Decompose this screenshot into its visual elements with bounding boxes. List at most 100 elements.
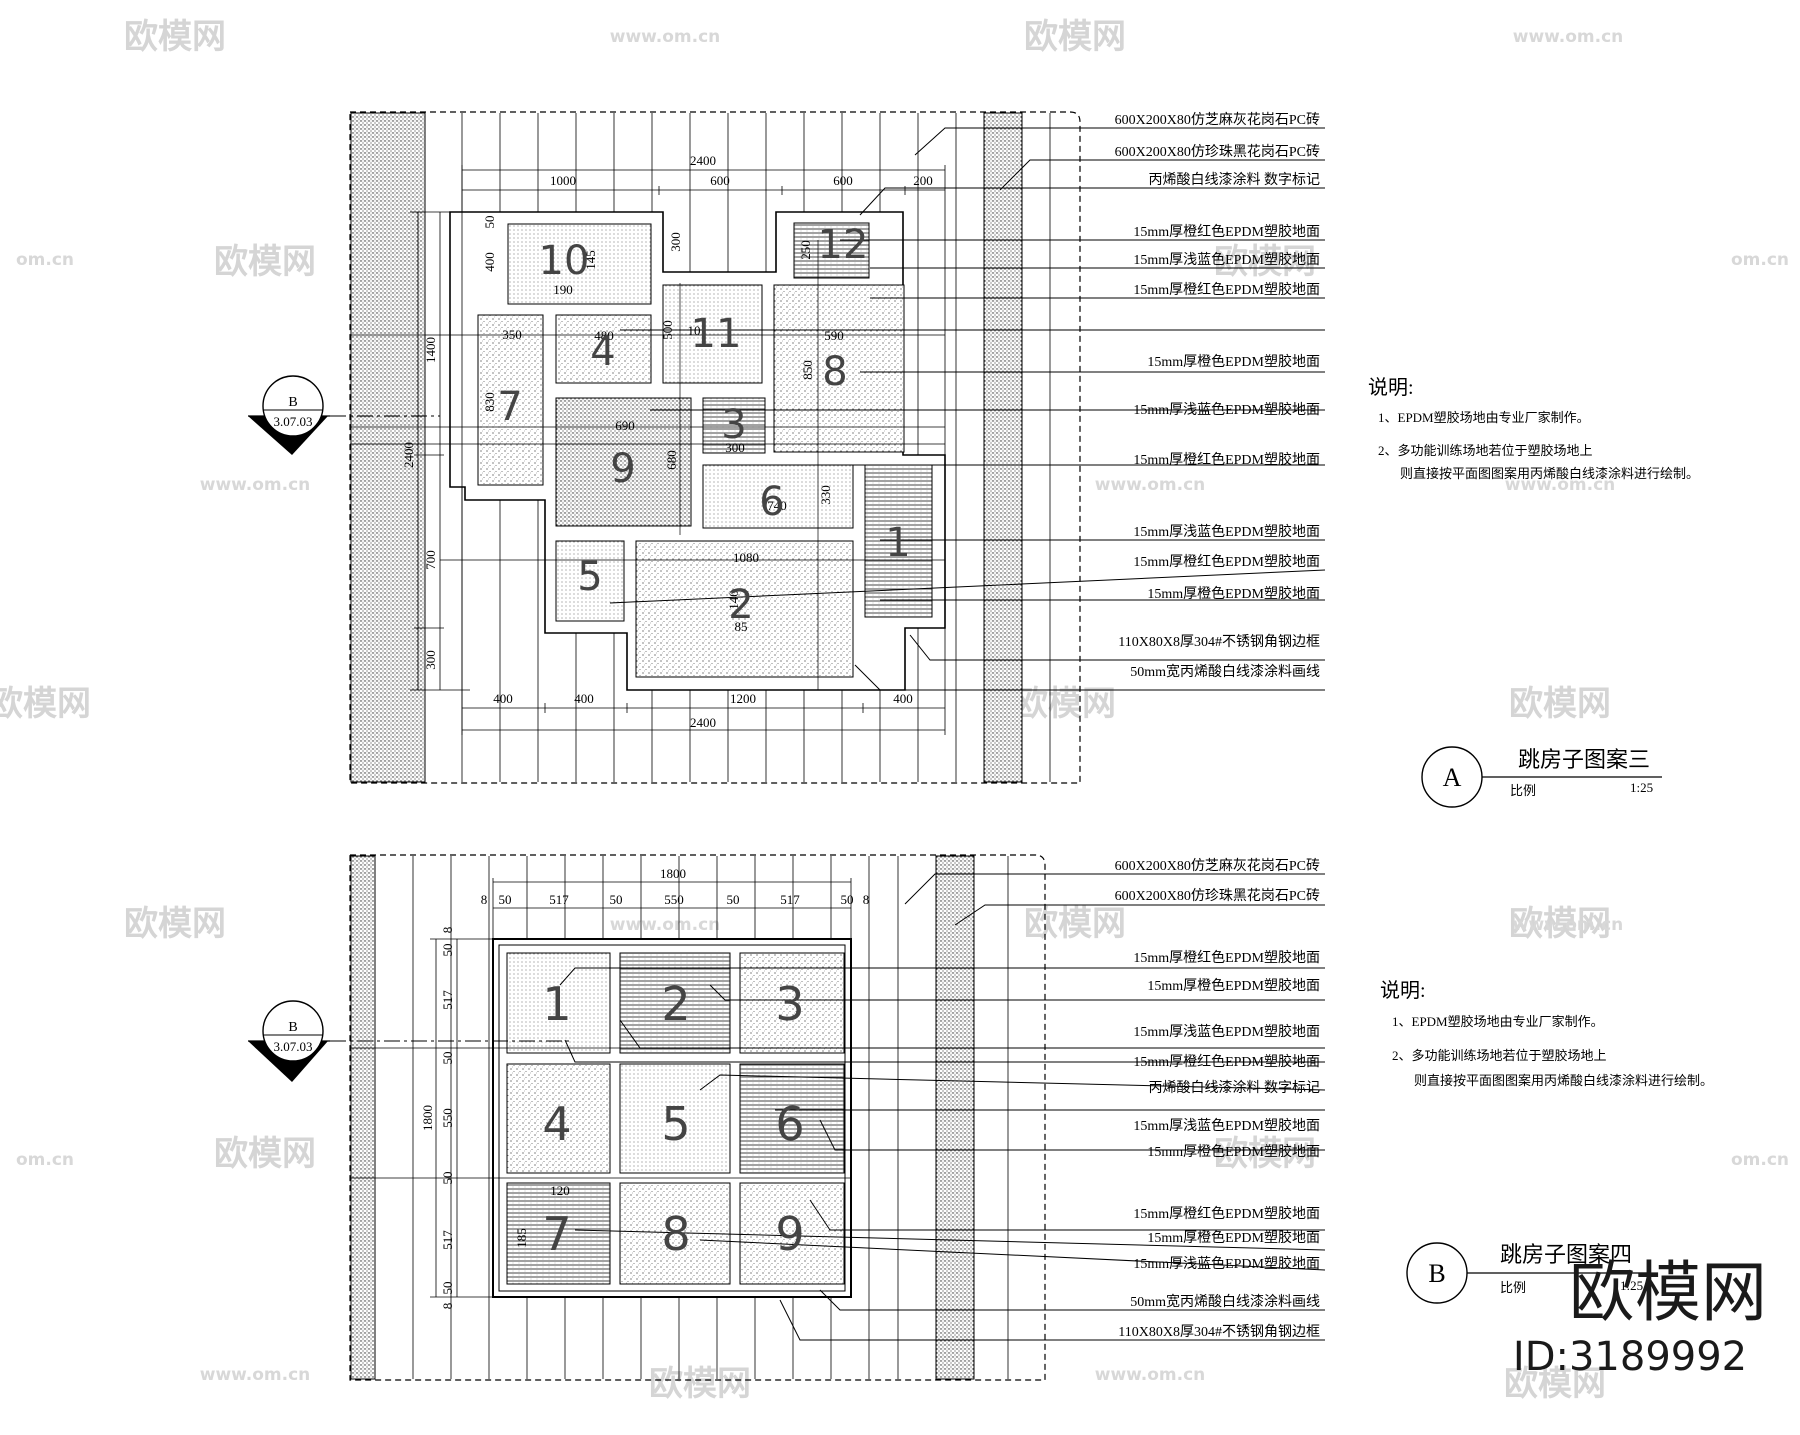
material-label-b: 50mm宽丙烯酸白线漆涂料画线 bbox=[1130, 1293, 1320, 1310]
dim-inner: 300 bbox=[668, 232, 683, 252]
material-label-b: 丙烯酸白线漆涂料 数字标记 bbox=[1149, 1080, 1321, 1096]
material-label-b: 15mm厚橙红色EPDM塑胶地面 bbox=[1133, 1205, 1320, 1222]
dim-inner: 10 bbox=[688, 323, 701, 338]
material-label: 15mm厚浅蓝色EPDM塑胶地面 bbox=[1133, 523, 1320, 540]
cell-b-3 bbox=[739, 952, 845, 1054]
dim-left-b: 517 bbox=[440, 990, 455, 1010]
material-label: 15mm厚橙红色EPDM塑胶地面 bbox=[1133, 281, 1320, 298]
dim-left: 300 bbox=[423, 650, 438, 670]
material-label-b: 15mm厚橙色EPDM塑胶地面 bbox=[1147, 977, 1320, 994]
dim-inner: 830 bbox=[482, 392, 497, 412]
title-block-a: A 跳房子图案三 比例 1:25 bbox=[1421, 746, 1662, 808]
material-labels-b: 600X200X80仿芝麻灰花岗石PC砖600X200X80仿珍珠黑花岗石PC砖… bbox=[1115, 858, 1320, 1340]
dim-left-b: 1800 bbox=[420, 1105, 435, 1131]
dim-inner: 400 bbox=[482, 252, 497, 272]
scale-label-b: 比例 bbox=[1500, 1280, 1526, 1295]
watermarks: 欧模网欧模网欧模网欧模网欧模网欧模网欧模网欧模网欧模网欧模网欧模网欧模网欧模网欧… bbox=[0, 17, 1789, 1404]
cells-b bbox=[506, 952, 845, 1285]
dim-inner: 190 bbox=[553, 282, 573, 297]
cell-b-6 bbox=[739, 1063, 845, 1174]
cell-b-7 bbox=[506, 1182, 611, 1285]
cell-number: 11 bbox=[691, 311, 742, 357]
dim-inner: 1080 bbox=[733, 550, 759, 565]
dim-left: 700 bbox=[423, 550, 438, 570]
dim-left-b: 50 bbox=[440, 1172, 455, 1185]
dim-inner: 50 bbox=[482, 216, 497, 229]
section-marker-letter-b: B bbox=[288, 1020, 297, 1035]
dim-left-b: 50 bbox=[440, 944, 455, 957]
cell-5 bbox=[555, 540, 625, 622]
dim-top: 2400 bbox=[690, 153, 716, 168]
cell-number: 12 bbox=[818, 222, 869, 268]
dim-top-b: 1800 bbox=[660, 866, 686, 881]
cell-b-4 bbox=[506, 1063, 611, 1174]
panel-a: B 3.07.03 A 跳房子图案三 比例 1:25 说明: 1、EPDM塑胶场… bbox=[248, 111, 1699, 808]
material-label-b: 15mm厚橙红色EPDM塑胶地面 bbox=[1133, 949, 1320, 966]
cell-number-b: 5 bbox=[661, 1097, 690, 1151]
section-marker-b: B 3.07.03 bbox=[248, 1000, 570, 1082]
section-marker-ref: 3.07.03 bbox=[274, 414, 313, 429]
note-b-3: 则直接按平面图图案用丙烯酸白线漆涂料进行绘制。 bbox=[1414, 1073, 1713, 1088]
watermark-text: 欧模网 bbox=[1024, 17, 1126, 57]
cell-number: 7 bbox=[497, 384, 522, 430]
dim-left: 2400 bbox=[401, 442, 416, 468]
dim-inner: 140 bbox=[726, 590, 741, 610]
dim-top-b: 8 bbox=[481, 892, 488, 907]
material-label: 50mm宽丙烯酸白线漆涂料画线 bbox=[1130, 663, 1320, 680]
cell-number-b: 1 bbox=[542, 977, 571, 1031]
dim-inner: 590 bbox=[824, 328, 844, 343]
cell-number: 6 bbox=[759, 479, 784, 525]
dim-top-b: 50 bbox=[499, 892, 512, 907]
panel-b: B 3.07.03 B 跳房子图案四 比例 1:25 说明: 1、EPDM塑胶场… bbox=[248, 854, 1713, 1381]
watermark-text: 欧模网 bbox=[1504, 1364, 1606, 1404]
material-label: 15mm厚橙红色EPDM塑胶地面 bbox=[1133, 553, 1320, 570]
granite-band-left bbox=[350, 112, 426, 783]
scale-value: 1:25 bbox=[1630, 780, 1653, 795]
material-label-b: 15mm厚浅蓝色EPDM塑胶地面 bbox=[1133, 1117, 1320, 1134]
dim-inner: 480 bbox=[594, 328, 614, 343]
scale-value-b: 1:25 bbox=[1620, 1278, 1643, 1293]
cell-number-b: 6 bbox=[775, 1097, 804, 1151]
dim-inner: 330 bbox=[818, 485, 833, 505]
material-label: 15mm厚橙红色EPDM塑胶地面 bbox=[1133, 223, 1320, 240]
title-block-b: B 跳房子图案四 比例 1:25 bbox=[1406, 1242, 1647, 1304]
watermark-text: 欧模网 bbox=[1509, 684, 1611, 724]
watermark-text: 欧模网 bbox=[0, 684, 91, 724]
dim-bottom: 400 bbox=[574, 691, 594, 706]
title-text-b: 跳房子图案四 bbox=[1500, 1242, 1632, 1267]
dim-inner: 250 bbox=[798, 240, 813, 260]
material-label-b: 15mm厚橙色EPDM塑胶地面 bbox=[1147, 1143, 1320, 1160]
note-1: 1、EPDM塑胶场地由专业厂家制作。 bbox=[1378, 410, 1590, 425]
title-marker: A bbox=[1443, 763, 1462, 792]
notes-title: 说明: bbox=[1368, 376, 1414, 399]
cell-number-b: 9 bbox=[775, 1207, 804, 1261]
dim-top-b: 517 bbox=[549, 892, 569, 907]
dim-inner: 690 bbox=[615, 418, 635, 433]
watermark-url-short: om.cn bbox=[1731, 250, 1789, 270]
section-marker-letter: B bbox=[288, 395, 297, 410]
material-label-b: 600X200X80仿芝麻灰花岗石PC砖 bbox=[1115, 858, 1320, 874]
dim-inner: 500 bbox=[660, 320, 675, 340]
dim-top: 600 bbox=[833, 173, 853, 188]
watermark-url: www.om.cn bbox=[610, 27, 721, 47]
dim-inner: 145 bbox=[583, 250, 598, 270]
cell-b-1 bbox=[506, 952, 611, 1054]
watermark-text: 欧模网 bbox=[1214, 1134, 1316, 1174]
dim-top-b: 8 bbox=[863, 892, 870, 907]
material-label: 15mm厚橙红色EPDM塑胶地面 bbox=[1133, 451, 1320, 468]
dim-top-b: 517 bbox=[780, 892, 800, 907]
note-3: 则直接按平面图图案用丙烯酸白线漆涂料进行绘制。 bbox=[1400, 466, 1699, 481]
title-text: 跳房子图案三 bbox=[1518, 747, 1650, 772]
dim-top: 1000 bbox=[550, 173, 576, 188]
cell-number: 4 bbox=[590, 329, 615, 375]
cell-number: 10 bbox=[539, 238, 590, 284]
granite-band-right bbox=[983, 112, 1023, 783]
dim-left-b: 550 bbox=[440, 1108, 455, 1128]
watermark-text: 欧模网 bbox=[214, 242, 316, 282]
material-label-b: 15mm厚橙色EPDM塑胶地面 bbox=[1147, 1229, 1320, 1246]
